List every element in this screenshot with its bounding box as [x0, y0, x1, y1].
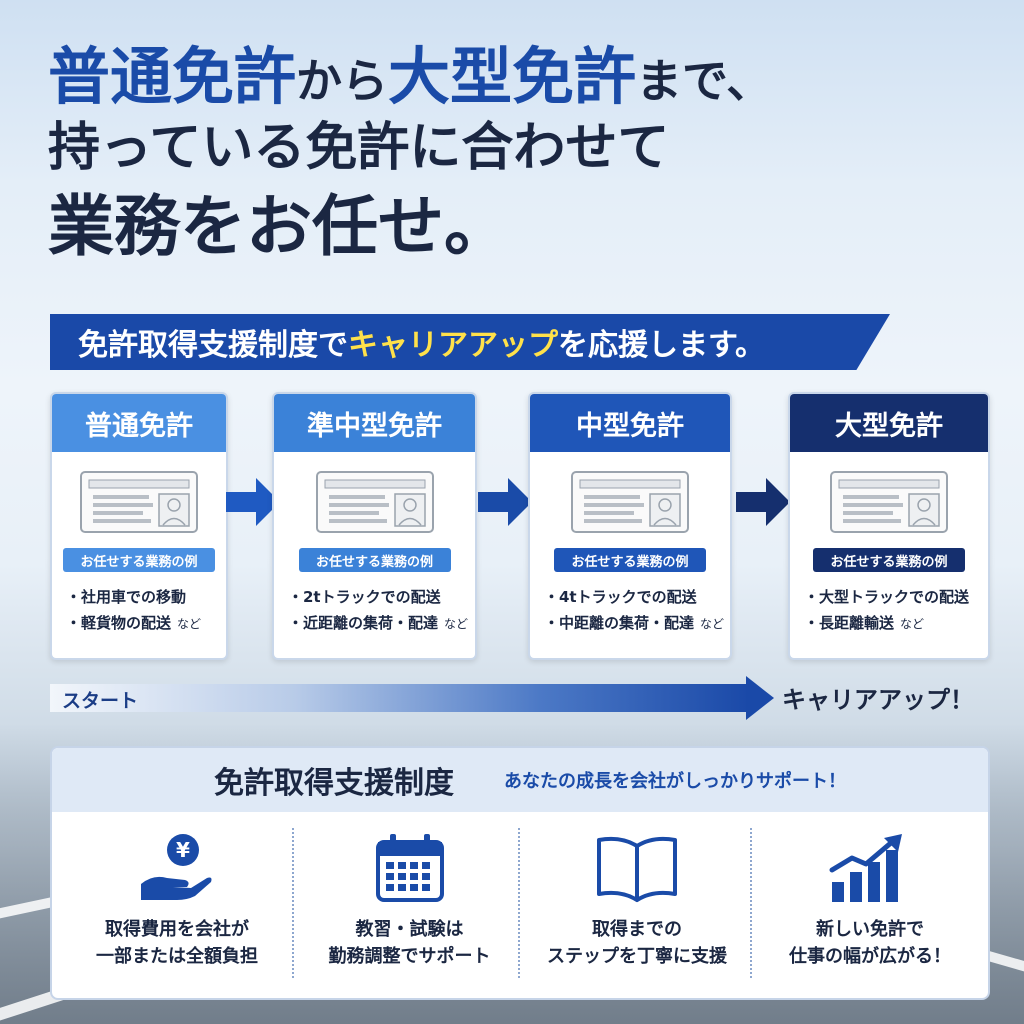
- book-icon: [597, 836, 677, 902]
- feature-text: 教習・試験は 勤務調整でサポート: [328, 919, 491, 967]
- growth-chart-icon: [829, 834, 902, 902]
- headline-large-license: 大型免許: [388, 40, 637, 113]
- task-item: ・近距離の集荷・配達など: [288, 614, 469, 632]
- ribbon-text-after: を応援します。: [558, 328, 765, 363]
- support-panel-header: 免許取得支援制度 あなたの成長を会社がしっかりサポート！: [52, 748, 988, 812]
- support-subtitle: あなたの成長を会社がしっかりサポート！: [504, 771, 846, 792]
- arrow-right-icon: [226, 478, 280, 526]
- task-example-pill: お任せする業務の例: [298, 548, 451, 572]
- task-item: ・大型トラックでの配送: [804, 588, 970, 606]
- task-item: ・長距離輸送など: [804, 614, 925, 632]
- feature-step-support: 取得までの ステップを丁寧に支援: [522, 812, 752, 998]
- support-title: 免許取得支援制度: [214, 766, 454, 801]
- feature-text: 取得費用を会社が 一部または全額負担: [96, 919, 258, 967]
- license-card-title: 大型免許: [790, 394, 988, 452]
- feature-text: 新しい免許で 仕事の幅が広がる！: [789, 919, 951, 967]
- task-example-pill: お任せする業務の例: [63, 548, 215, 572]
- headline-line-2: 持っている免許に合わせて: [48, 118, 670, 178]
- license-card-title: 準中型免許: [274, 394, 475, 452]
- license-card-large: 大型免許 お任せする業務の例 ・大型トラックでの配送 ・長距離輸送など: [788, 392, 990, 660]
- license-card-icon: [315, 471, 434, 533]
- headline-standard-license: 普通免許: [48, 40, 297, 113]
- task-item: ・軽貨物の配送など: [66, 614, 202, 632]
- license-card-icon: [571, 471, 689, 533]
- task-list: ・2tトラックでの配送 ・近距離の集荷・配達など: [288, 584, 475, 637]
- task-example-pill: お任せする業務の例: [554, 548, 706, 572]
- task-list: ・4tトラックでの配送 ・中距離の集荷・配達など: [544, 584, 730, 637]
- headline-from: から: [296, 54, 389, 108]
- progress-start-label: スタート: [62, 690, 139, 712]
- headline-until: まで、: [636, 54, 773, 108]
- feature-schedule-support: 教習・試験は 勤務調整でサポート: [297, 812, 522, 998]
- support-system-panel: 免許取得支援制度 あなたの成長を会社がしっかりサポート！ ¥ 取得費用を会社が …: [50, 746, 990, 1000]
- task-item: ・中距離の集荷・配達など: [544, 614, 725, 632]
- task-item: ・4tトラックでの配送: [544, 588, 697, 606]
- headline: 普通免許 から 大型免許 まで、 持っている免許に合わせて 業務をお任せ。: [48, 30, 988, 260]
- feature-text: 取得までの ステップを丁寧に支援: [547, 919, 727, 967]
- arrow-right-icon: [736, 478, 790, 526]
- progress-end-label: キャリアアップ！: [782, 686, 974, 714]
- feature-divider: [518, 828, 520, 978]
- headline-line-3: 業務をお任せ。: [48, 188, 510, 265]
- license-card-title: 中型免許: [530, 394, 730, 452]
- feature-cost-support: ¥ 取得費用を会社が 一部または全額負担: [62, 812, 292, 998]
- yen-hand-icon: ¥: [141, 834, 212, 900]
- feature-divider: [750, 828, 752, 978]
- task-list: ・社用車での移動 ・軽貨物の配送など: [66, 584, 226, 637]
- progress-arrowhead-icon: [746, 676, 774, 720]
- career-ribbon: 免許取得支援制度でキャリアアップを応援します。: [50, 314, 890, 370]
- headline-line-1: 普通免許 から 大型免許 まで、: [48, 30, 988, 108]
- feature-career-growth: 新しい免許で 仕事の幅が広がる！: [752, 812, 988, 998]
- svg-text:¥: ¥: [176, 838, 190, 862]
- license-card-icon: [80, 471, 198, 533]
- calendar-icon: [375, 834, 444, 902]
- task-item: ・2tトラックでの配送: [288, 588, 441, 606]
- arrow-right-icon: [478, 478, 532, 526]
- license-card-semi-medium: 準中型免許 お任せする業務の例 ・2tトラックでの配送 ・近距離の集荷・配達など: [272, 392, 477, 660]
- ribbon-text-before: 免許取得支援制度で: [78, 328, 348, 363]
- license-card-standard: 普通免許 お任せする業務の例 ・社用車での移動 ・軽貨物の配送など: [50, 392, 228, 660]
- task-item: ・社用車での移動: [66, 588, 187, 606]
- feature-divider: [292, 828, 294, 978]
- license-card-title: 普通免許: [52, 394, 226, 452]
- task-list: ・大型トラックでの配送 ・長距離輸送など: [804, 584, 988, 637]
- progress-gradient-bar: [50, 684, 750, 712]
- career-progress-arrow: [50, 676, 774, 720]
- task-example-pill: お任せする業務の例: [813, 548, 965, 572]
- license-card-medium: 中型免許 お任せする業務の例 ・4tトラックでの配送 ・中距離の集荷・配達など: [528, 392, 732, 660]
- ribbon-highlight: キャリアアップ: [348, 328, 558, 363]
- license-card-icon: [830, 471, 948, 533]
